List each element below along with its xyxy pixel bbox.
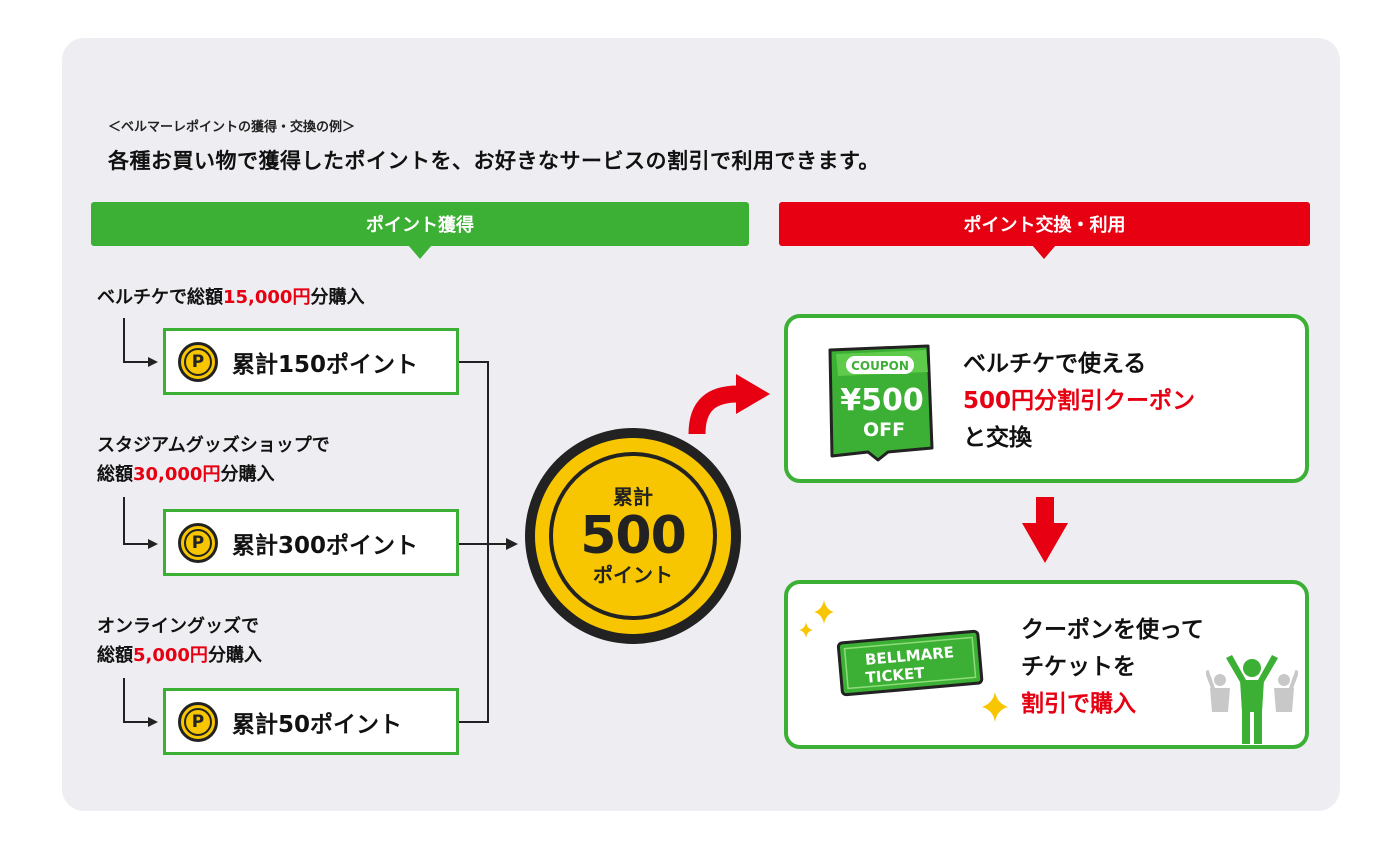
cheering-person-icon — [1206, 655, 1298, 744]
down-arrow-icon — [1022, 497, 1068, 563]
point-coin-icon: P — [178, 341, 218, 382]
points-label-2: 累計300ポイント — [232, 532, 419, 559]
use-card-text: クーポンを使って チケットを 割引で購入 — [1021, 617, 1204, 717]
points-label-1: 累計150ポイント — [232, 351, 419, 378]
point-coin-icon: P — [178, 522, 218, 563]
earn-banner: ポイント獲得 — [91, 202, 749, 246]
purchase-text-2: スタジアムグッズショップで 総額30,000円分購入 — [97, 435, 330, 485]
exchange-card-text: ベルチケで使える 500円分割引クーポン と交換 — [963, 351, 1196, 451]
caption: ＜ベルマーレポイントの獲得・交換の例＞ — [108, 120, 356, 135]
point-coin-icon: P — [178, 701, 218, 742]
total-points-coin: 累計 500 ポイント — [525, 428, 741, 644]
points-box-3: P 累計50ポイント — [163, 688, 459, 755]
points-label-3: 累計50ポイント — [232, 711, 403, 738]
exchange-banner: ポイント交換・利用 — [779, 202, 1310, 246]
coupon-icon: COUPON ¥500 OFF — [828, 344, 934, 462]
total-unit: ポイント — [593, 563, 673, 587]
coupon-off: OFF — [863, 419, 905, 441]
sparkle-icon — [982, 692, 1008, 722]
coupon-tag: COUPON — [851, 359, 909, 373]
points-box-1: P 累計150ポイント — [163, 328, 459, 395]
exchange-banner-pointer — [1032, 245, 1056, 259]
total-label: 累計 — [613, 485, 653, 509]
earn-banner-pointer — [408, 245, 432, 259]
total-number: 500 — [580, 506, 687, 566]
purchase-text-1: ベルチケで総額15,000円分購入 — [97, 287, 365, 308]
purchase-text-3: オンライングッズで 総額5,000円分購入 — [97, 616, 262, 666]
coupon-value: ¥500 — [840, 383, 924, 418]
points-box-2: P 累計300ポイント — [163, 509, 459, 576]
ticket-icon: BELLMARE TICKET — [836, 629, 984, 697]
ticket-line2: TICKET — [865, 664, 926, 687]
curved-arrow-icon — [688, 385, 739, 435]
headline: 各種お買い物で獲得したポイントを、お好きなサービスの割引で利用できます。 — [108, 149, 880, 173]
sparkle-icon — [799, 600, 834, 638]
